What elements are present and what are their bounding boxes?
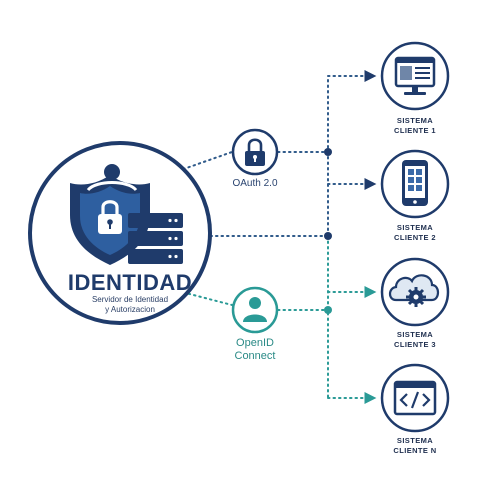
desktop-monitor-icon xyxy=(394,56,436,95)
client-2-node xyxy=(380,149,450,219)
identity-hub xyxy=(28,141,212,325)
hub-subtitle: Servidor de Identidad y Autorizacion xyxy=(40,295,220,315)
hub-title: IDENTIDAD xyxy=(67,270,193,295)
client-label-line1: SISTEMA xyxy=(396,116,434,125)
connector-hub-openid xyxy=(177,290,233,306)
client-label-line2: CLIENTE N xyxy=(393,446,437,455)
openid-label-line1: OpenID xyxy=(236,337,274,349)
junction-dot xyxy=(324,232,332,240)
client-n-node xyxy=(380,363,450,433)
oauth-label: OAuth 2.0 xyxy=(232,178,278,189)
client-3-label: SISTEMA CLIENTE 3 xyxy=(370,330,460,350)
openid-label-line2: Connect xyxy=(234,350,276,362)
client-label-line1: SISTEMA xyxy=(396,223,434,232)
user-icon xyxy=(243,297,267,322)
client-label-line2: CLIENTE 1 xyxy=(394,126,436,135)
connector-hub-oauth xyxy=(177,151,233,172)
client-3-node xyxy=(380,257,450,327)
client-label-line1: SISTEMA xyxy=(396,436,434,445)
client-1-label: SISTEMA CLIENTE 1 xyxy=(370,116,460,136)
client-label-line2: CLIENTE 3 xyxy=(394,340,436,349)
lock-icon xyxy=(245,138,265,166)
client-label-line1: SISTEMA xyxy=(396,330,434,339)
cloud-gear-icon xyxy=(388,274,440,307)
client-n-label: SISTEMA CLIENTE N xyxy=(370,436,460,456)
oauth-node xyxy=(231,128,279,176)
openid-node xyxy=(231,286,279,334)
client-label-line2: CLIENTE 2 xyxy=(394,233,436,242)
junction-dot xyxy=(324,306,332,314)
junction-dot xyxy=(324,148,332,156)
client-2-label: SISTEMA CLIENTE 2 xyxy=(370,223,460,243)
mobile-phone-icon xyxy=(402,160,428,206)
hub-subtitle-line1: Servidor de Identidad xyxy=(91,295,169,304)
server-icon xyxy=(128,213,183,264)
hub-subtitle-line2: y Autorizacion xyxy=(105,305,155,314)
code-window-icon xyxy=(393,380,437,416)
client-1-node xyxy=(380,41,450,111)
connector-lines xyxy=(177,70,377,404)
openid-label: OpenID Connect xyxy=(205,337,305,363)
